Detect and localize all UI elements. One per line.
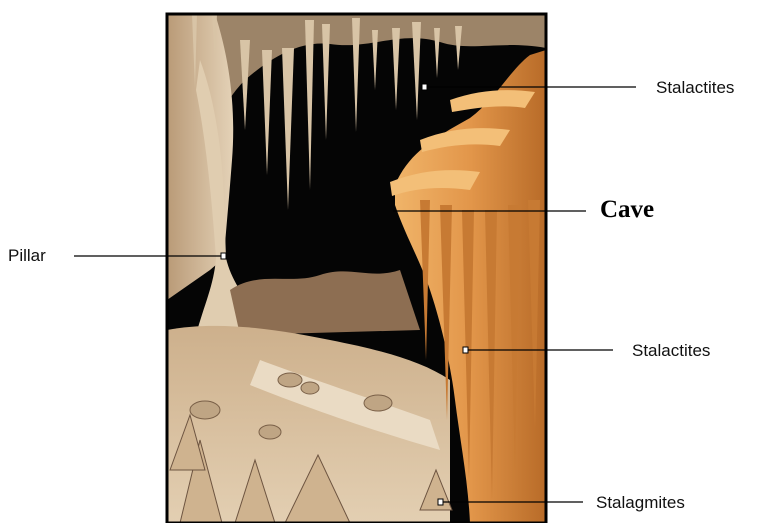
cave-illustration — [167, 14, 546, 523]
cave-back-rocks — [230, 270, 420, 335]
label-stalactites-top: Stalactites — [656, 78, 734, 98]
label-stalagmites: Stalagmites — [596, 493, 685, 513]
label-pillar: Pillar — [8, 246, 46, 266]
label-cave: Cave — [600, 196, 654, 224]
label-stalactites-right: Stalactites — [632, 341, 710, 361]
